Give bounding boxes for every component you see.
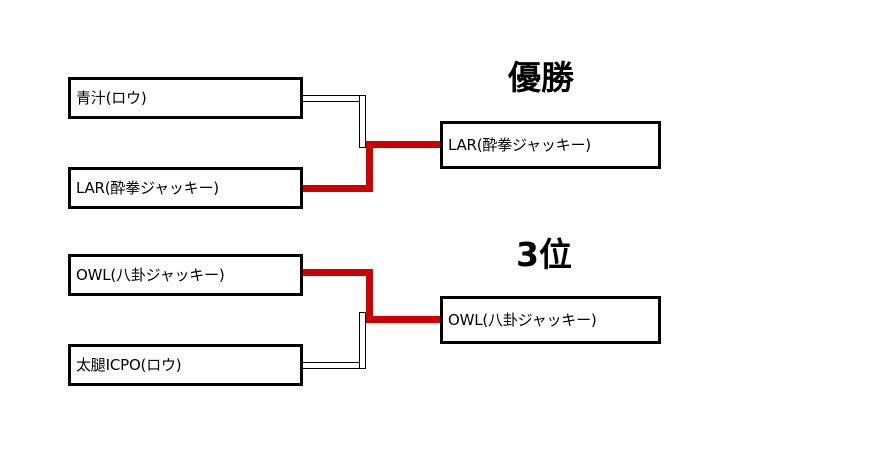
connector-lower-winner-to-result bbox=[366, 316, 444, 323]
connector-upper-loser-vertical bbox=[359, 95, 366, 148]
team-name-upper-b: LAR(酔拳ジャッキー) bbox=[76, 178, 219, 197]
result-box-champion[interactable]: LAR(酔拳ジャッキー) bbox=[440, 121, 661, 169]
connector-upper-winner-vertical bbox=[366, 141, 373, 192]
result-name-third-place: OWL(八卦ジャッキー) bbox=[448, 310, 597, 329]
team-name-lower-a: OWL(八卦ジャッキー) bbox=[76, 265, 225, 284]
connector-lower-winner-horizontal bbox=[302, 269, 373, 276]
connector-upper-winner-horizontal bbox=[302, 185, 373, 192]
connector-lower-loser-vertical bbox=[359, 312, 366, 369]
connector-upper-loser-horizontal bbox=[302, 95, 366, 102]
champion-caption: 優勝 bbox=[508, 58, 574, 97]
connector-lower-winner-vertical bbox=[366, 269, 373, 321]
team-name-upper-a: 青汁(ロウ) bbox=[76, 88, 147, 107]
team-name-lower-b: 太腿ICPO(ロウ) bbox=[76, 355, 182, 374]
team-box-lower-a[interactable]: OWL(八卦ジャッキー) bbox=[68, 254, 303, 296]
team-box-upper-b[interactable]: LAR(酔拳ジャッキー) bbox=[68, 167, 303, 209]
team-box-upper-a[interactable]: 青汁(ロウ) bbox=[68, 77, 303, 119]
third-place-caption: 3位 bbox=[516, 235, 572, 274]
team-box-lower-b[interactable]: 太腿ICPO(ロウ) bbox=[68, 344, 303, 386]
result-box-third-place[interactable]: OWL(八卦ジャッキー) bbox=[440, 296, 661, 344]
connector-upper-winner-to-result bbox=[366, 141, 444, 148]
connector-lower-loser-horizontal bbox=[302, 362, 366, 369]
result-name-champion: LAR(酔拳ジャッキー) bbox=[448, 135, 591, 154]
